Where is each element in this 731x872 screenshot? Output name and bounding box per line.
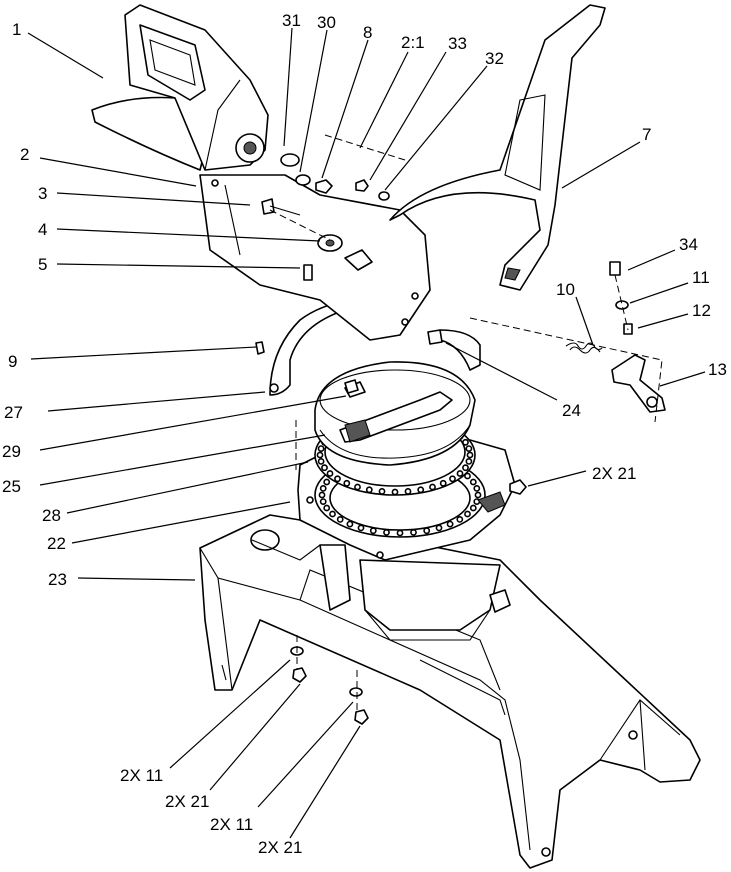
part-13-lever	[611, 354, 666, 413]
ring-tooth	[462, 464, 469, 472]
alignment-lines	[269, 134, 663, 712]
callout-23: 23	[48, 570, 67, 589]
callout-11: 11	[692, 268, 710, 287]
ring-tooth	[464, 472, 471, 480]
ring-tooth	[469, 504, 477, 512]
ring-tooth	[423, 527, 431, 535]
ring-tooth	[435, 524, 443, 532]
part-7-handle	[389, 4, 606, 291]
part-10-spring	[565, 342, 603, 354]
callout-labels: 1 31 30 8 2:1 33 32 2 7 3 4 5 34 10 11 1…	[2, 11, 727, 857]
callout-4: 4	[38, 220, 47, 239]
callout-2x-21-top: 2X 21	[592, 464, 636, 483]
ring-tooth	[465, 457, 473, 465]
ring-tooth	[462, 438, 469, 446]
callout-2x-11-right: 2X 11	[210, 815, 253, 834]
ring-tooth	[319, 484, 327, 492]
part-29-clamp	[339, 381, 453, 443]
ring-tooth	[465, 445, 473, 452]
callout-12: 12	[692, 301, 711, 320]
callout-30: 30	[317, 13, 336, 32]
ring-tooth	[323, 478, 331, 486]
callout-2x-21-right: 2X 21	[258, 838, 302, 857]
callout-10: 10	[556, 280, 575, 299]
callout-33: 33	[448, 34, 467, 53]
callout-28: 28	[42, 506, 61, 525]
ring-tooth	[449, 475, 456, 483]
callout-29: 29	[2, 442, 21, 461]
ring-tooth	[474, 491, 482, 499]
ring-tooth	[365, 486, 373, 494]
callout-32: 32	[485, 49, 504, 68]
callout-31: 31	[282, 11, 301, 30]
ring-tooth	[343, 479, 351, 487]
part-1-deflector	[91, 4, 269, 171]
ring-tooth	[318, 491, 326, 499]
ring-tooth	[354, 483, 361, 491]
hardware	[255, 153, 633, 725]
callout-5: 5	[38, 255, 47, 274]
part-23-housing	[199, 514, 701, 869]
ring-tooth	[391, 488, 399, 496]
callout-25: 25	[2, 477, 21, 496]
callout-7: 7	[642, 125, 651, 144]
ring-tooth	[473, 484, 481, 492]
ring-tooth	[336, 516, 344, 523]
callout-2: 2	[20, 145, 29, 164]
ring-tooth	[317, 445, 325, 452]
ring-tooth	[466, 451, 474, 459]
callout-2x-21-left: 2X 21	[165, 792, 209, 811]
ring-tooth	[378, 487, 386, 495]
ring-tooth	[439, 479, 447, 487]
part-2-plate	[199, 174, 431, 341]
callout-2-1-ratio: 2:1	[401, 33, 425, 52]
callout-34: 34	[679, 235, 698, 254]
ring-tooth	[464, 510, 471, 518]
callout-22: 22	[47, 534, 66, 553]
ring-tooth	[323, 504, 331, 512]
callout-13: 13	[708, 360, 727, 379]
callout-1: 1	[12, 20, 21, 39]
ring-tooth	[369, 527, 377, 535]
ring-tooth	[469, 478, 477, 486]
callout-24: 24	[562, 401, 581, 420]
ring-tooth	[396, 529, 404, 537]
ring-tooth	[316, 451, 324, 459]
ring-tooth	[417, 486, 425, 494]
callout-2x-11-left: 2X 11	[120, 766, 163, 785]
ring-tooth	[446, 520, 454, 528]
ring-tooth	[429, 483, 436, 491]
ring-tooth	[357, 524, 365, 532]
ring-tooth	[317, 457, 325, 465]
callout-3: 3	[38, 184, 47, 203]
ring-tooth	[346, 520, 354, 528]
ring-tooth	[321, 464, 328, 472]
ring-tooth	[334, 475, 341, 483]
ring-tooth	[404, 487, 412, 495]
ring-tooth	[326, 470, 334, 477]
callout-27: 27	[4, 403, 23, 422]
ring-tooth	[410, 529, 417, 536]
leader-lines	[27, 27, 706, 839]
callout-9: 9	[8, 352, 17, 371]
ring-tooth	[456, 470, 464, 477]
ring-tooth	[383, 529, 390, 536]
callout-8: 8	[363, 23, 372, 42]
ring-tooth	[319, 498, 327, 505]
ring-tooth	[456, 516, 464, 523]
ring-tooth	[329, 510, 336, 518]
